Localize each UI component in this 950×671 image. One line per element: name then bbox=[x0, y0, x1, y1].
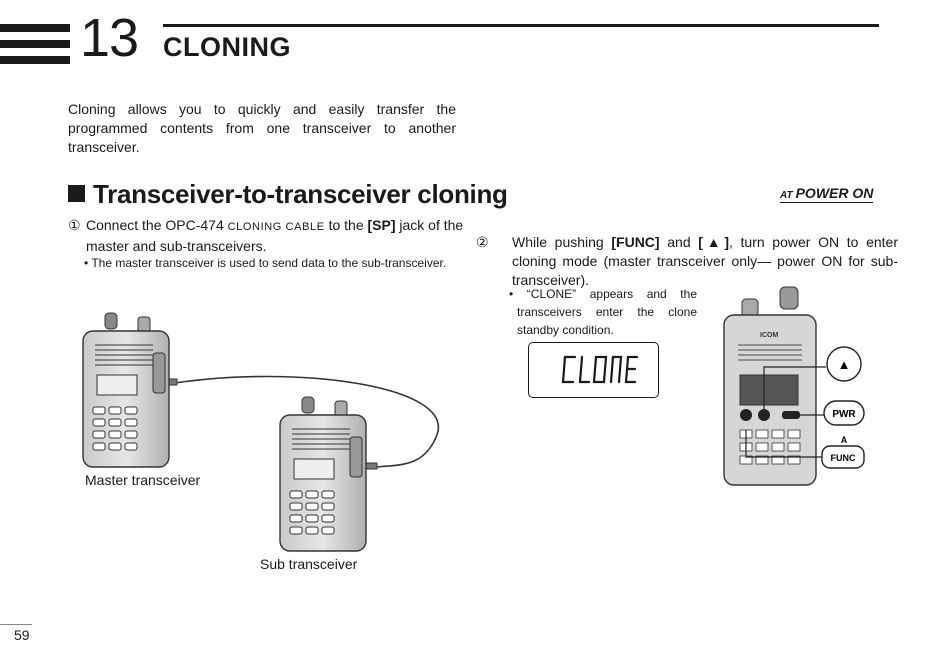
pwr-key-text: PWR bbox=[832, 409, 856, 420]
sub-radio bbox=[279, 396, 367, 552]
func-key-callout bbox=[821, 445, 865, 469]
chapter-tab-bar bbox=[0, 56, 70, 64]
step-2: ② While pushing [FUNC] and [▲], turn powe… bbox=[476, 233, 898, 290]
step-1-text-a: Connect the OPC-474 bbox=[86, 217, 228, 233]
master-radio bbox=[82, 312, 170, 468]
page-number: 59 bbox=[14, 627, 30, 643]
step-1-number: ① bbox=[68, 217, 81, 233]
step-2-text-b: and bbox=[659, 234, 699, 250]
step-2-bold-2: [▲] bbox=[698, 234, 729, 250]
step-2-number: ② bbox=[476, 234, 489, 250]
step-1: ① Connect the OPC-474 CLONING CABLE to th… bbox=[68, 216, 472, 256]
step-1-bold: [SP] bbox=[367, 217, 396, 233]
chapter-number: 13 bbox=[80, 8, 139, 68]
page-rule bbox=[0, 624, 32, 625]
chapter-tab-bar bbox=[0, 24, 70, 32]
square-bullet-icon bbox=[68, 185, 85, 202]
step-1-note: • The master transceiver is used to send… bbox=[84, 256, 447, 270]
lcd-display bbox=[528, 342, 659, 398]
radio-key-callout-figure: ICOM ▲ PWR A FUNC bbox=[723, 286, 865, 486]
step-1-text-b: to the bbox=[324, 217, 368, 233]
step-2-note: • “CLONE” appears and the transceivers e… bbox=[509, 287, 697, 337]
section-title-text: Transceiver-to-transceiver cloning bbox=[93, 179, 508, 209]
up-key-callout bbox=[826, 346, 862, 382]
step-2-text-c: , turn power ON to enter cloning mode (m… bbox=[512, 234, 898, 288]
power-on-text: POWER ON bbox=[795, 185, 874, 201]
pwr-key-callout bbox=[823, 400, 865, 426]
step-1-smallcaps: CLONING CABLE bbox=[227, 221, 325, 233]
header-rule bbox=[163, 24, 879, 27]
step-1-text-c: jack of the master and sub-transceivers. bbox=[86, 217, 464, 254]
sub-transceiver-label: Sub transceiver bbox=[260, 556, 358, 572]
chapter-tab-bar bbox=[0, 40, 70, 48]
section-title: Transceiver-to-transceiver cloning bbox=[68, 178, 508, 210]
power-on-prefix: AT bbox=[780, 190, 793, 201]
lcd-clone-icon bbox=[561, 355, 639, 384]
step-2-text-a: While pushing bbox=[512, 234, 612, 250]
cloning-connection-figure bbox=[82, 312, 440, 552]
step-2-bold-1: [FUNC] bbox=[611, 234, 660, 250]
chapter-title: CLONING bbox=[163, 32, 291, 62]
master-transceiver-label: Master transceiver bbox=[85, 472, 201, 488]
func-tag-text: A bbox=[841, 435, 848, 445]
brand-text: ICOM bbox=[760, 332, 778, 339]
func-key-text: FUNC bbox=[831, 453, 856, 463]
intro-paragraph: Cloning allows you to quickly and easily… bbox=[68, 101, 456, 155]
up-key-text: ▲ bbox=[838, 357, 851, 372]
